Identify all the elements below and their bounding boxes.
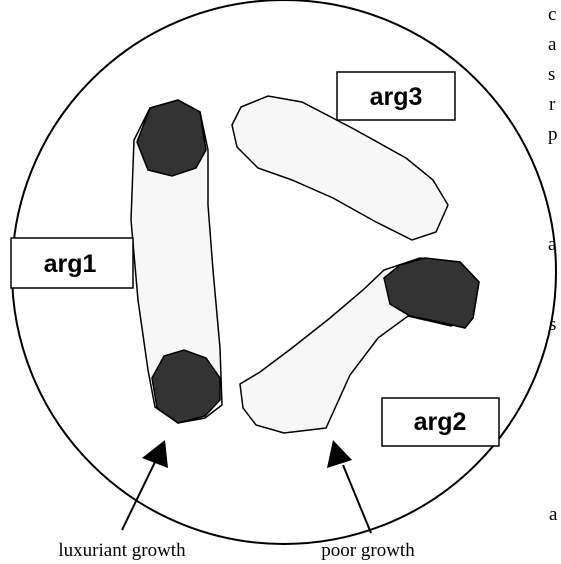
arg2-label-box: arg2 — [381, 397, 500, 447]
cut-text-5: p — [548, 124, 558, 145]
cut-text-3: s — [548, 64, 555, 85]
cut-text-4: r — [549, 94, 556, 115]
arg1-label: arg1 — [44, 250, 97, 278]
poor-growth-caption: poor growth — [321, 540, 415, 561]
arg2-label: arg2 — [414, 408, 467, 436]
cut-text-7: s — [549, 314, 556, 335]
cut-text-8: a — [549, 504, 558, 525]
poor-growth-arrow — [327, 440, 372, 534]
luxuriant-growth-arrow — [121, 440, 168, 531]
arg1-bottom-growth — [151, 349, 221, 424]
arg3-streak — [231, 95, 449, 241]
cut-text-2: a — [548, 34, 557, 55]
arg3-label-box: arg3 — [336, 71, 456, 121]
cut-text-6: a — [548, 234, 557, 255]
arg2-growth — [383, 257, 480, 329]
arg1-top-growth — [136, 99, 207, 177]
cut-text-1: c — [548, 4, 556, 25]
arg3-label: arg3 — [370, 83, 423, 111]
arg1-label-box: arg1 — [10, 237, 134, 289]
luxuriant-growth-caption: luxuriant growth — [58, 540, 186, 561]
